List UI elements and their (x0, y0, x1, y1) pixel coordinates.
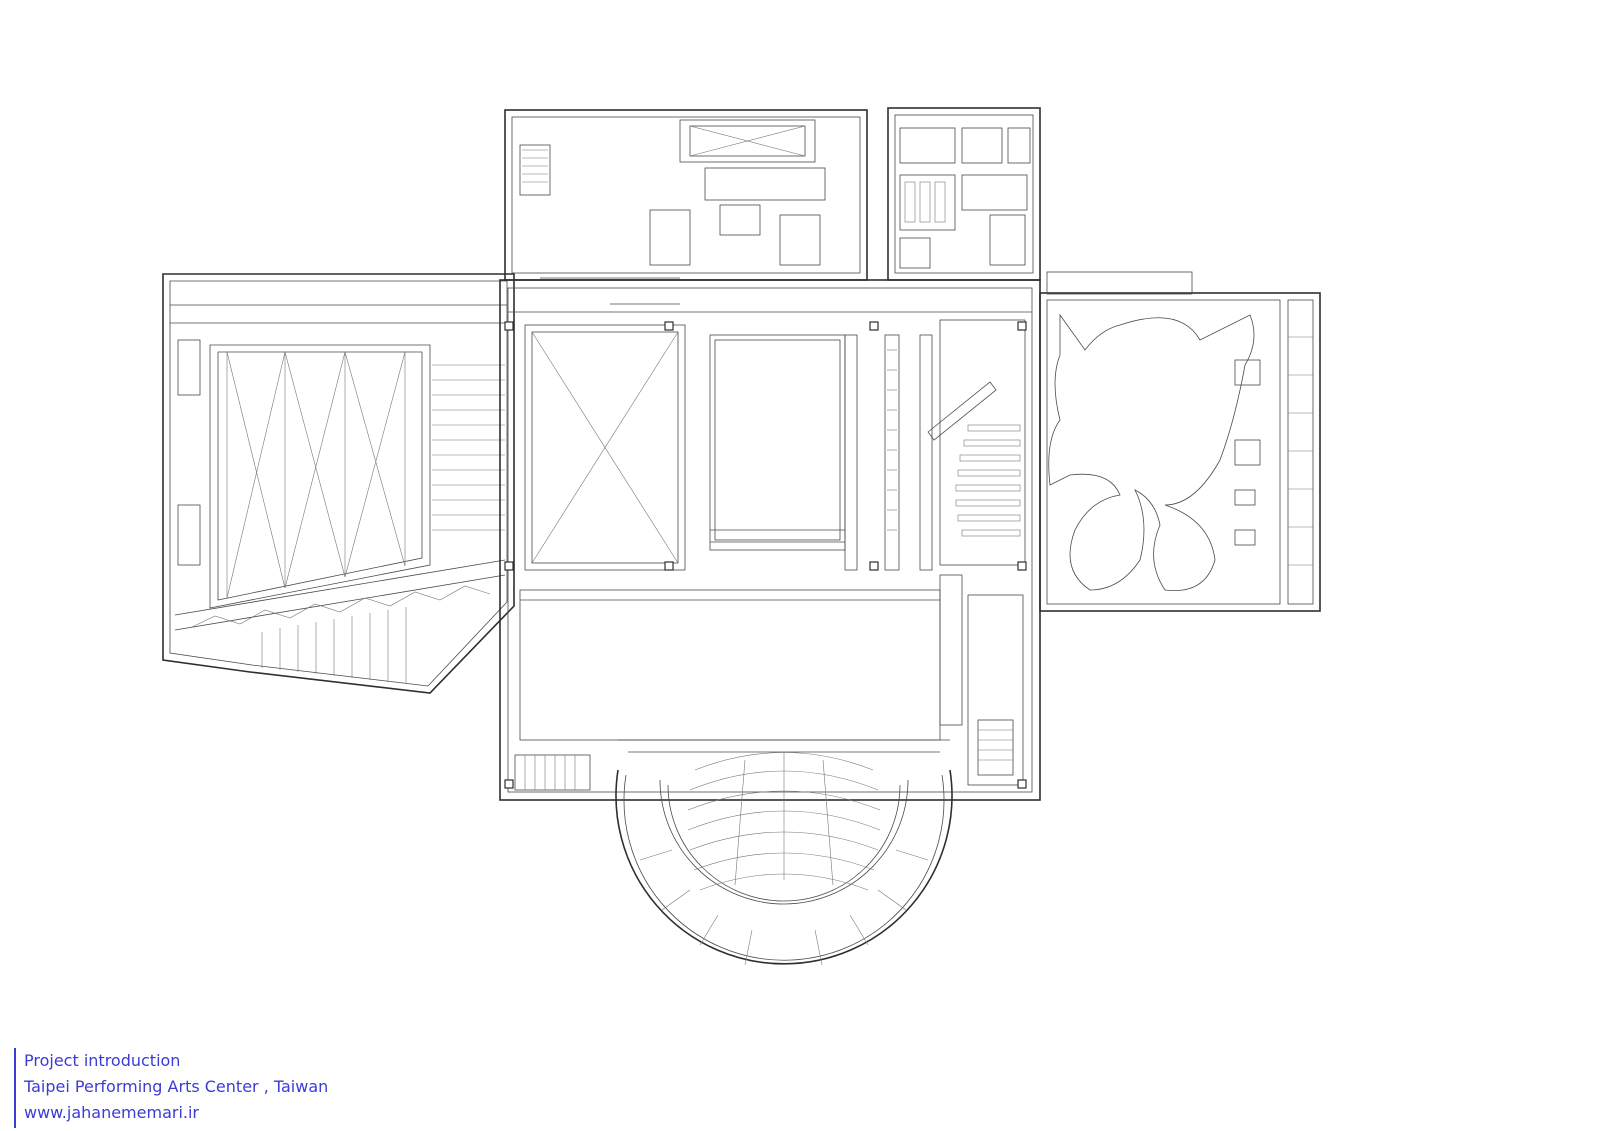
east-globe-block (1039, 271, 1321, 612)
central-cube (499, 279, 1041, 801)
caption-project-name: Taipei Performing Arts Center , Taiwan (24, 1077, 329, 1096)
west-theater-block (162, 273, 515, 694)
caption-website: www.jahanememari.ir (24, 1103, 200, 1122)
south-auditorium (615, 739, 953, 966)
north-service-block (504, 109, 868, 305)
caption-title: Project introduction (24, 1051, 181, 1070)
north-east-office-block (887, 107, 1041, 281)
project-caption: Project introduction Taipei Performing A… (14, 1048, 328, 1128)
